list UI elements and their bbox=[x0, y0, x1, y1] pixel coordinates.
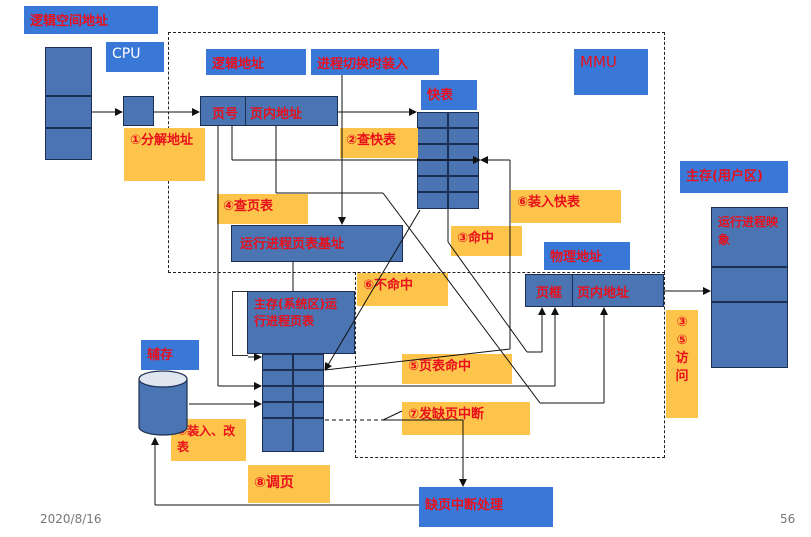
mmu-label: MMU bbox=[574, 49, 648, 95]
process-image-row-3 bbox=[711, 302, 788, 368]
cpu-label: CPU bbox=[106, 42, 164, 72]
step-8-label: ⑧调页 bbox=[248, 465, 330, 503]
process-image-row-2 bbox=[711, 267, 788, 302]
main-memory-user-title: 主存(用户区) bbox=[680, 161, 788, 193]
frame-offset-label: 页内地址 bbox=[577, 286, 630, 301]
step-1-label: ①分解地址 bbox=[124, 128, 205, 181]
logical-space-cell-2 bbox=[45, 96, 92, 128]
main-memory-system-label: 主存(系统区)运行进程页表 bbox=[247, 291, 355, 354]
physical-address-title: 物理地址 bbox=[544, 242, 630, 270]
system-area-bracket bbox=[232, 291, 248, 356]
page-offset-label: 页内地址 bbox=[250, 107, 303, 122]
logical-address-box bbox=[200, 96, 338, 126]
main-memory-system-text: 主存(系统区)运行进程页表 bbox=[254, 297, 337, 328]
aux-storage-cylinder-icon bbox=[138, 370, 188, 436]
switch-load-label: 进程切换时装入 bbox=[311, 49, 439, 75]
step-6-miss-label: ⑥不命中 bbox=[357, 273, 448, 306]
tlb-title: 快表 bbox=[421, 80, 477, 110]
frame-label: 页框 bbox=[536, 286, 563, 301]
logical-space-title: 逻辑空间地址 bbox=[24, 6, 158, 34]
logical-address-title: 逻辑地址 bbox=[206, 49, 306, 75]
logical-space-cell-1 bbox=[45, 47, 92, 96]
process-image-box: 运行进程映象 bbox=[711, 207, 788, 267]
step-2-label: ②查快表 bbox=[340, 128, 418, 158]
step-4-label: ④查页表 bbox=[217, 194, 308, 224]
page-fault-handler-box: 缺页中断处理 bbox=[419, 487, 553, 527]
step-7-label: ⑦发缺页中断 bbox=[402, 402, 530, 435]
mmu-region-lower bbox=[355, 272, 665, 458]
logical-address-divider bbox=[245, 96, 246, 126]
page-table-base-label: 运行进程页表基址 bbox=[240, 237, 345, 252]
process-image-label: 运行进程映象 bbox=[718, 215, 779, 247]
physical-address-box bbox=[525, 274, 664, 307]
date-footer: 2020/8/16 bbox=[40, 512, 102, 526]
step-6-load-label: ⑥装入快表 bbox=[511, 190, 621, 223]
step-35-label: ③⑤访问 bbox=[666, 310, 698, 418]
cpu-register bbox=[123, 96, 154, 126]
page-table bbox=[262, 354, 324, 452]
page-number-label: 页号 bbox=[212, 107, 239, 122]
page-table-base-box bbox=[231, 225, 403, 262]
logical-space-cell-3 bbox=[45, 128, 92, 160]
aux-storage-title: 辅存 bbox=[141, 340, 199, 370]
page-number: 56 bbox=[780, 512, 796, 526]
physical-address-divider bbox=[572, 274, 573, 307]
